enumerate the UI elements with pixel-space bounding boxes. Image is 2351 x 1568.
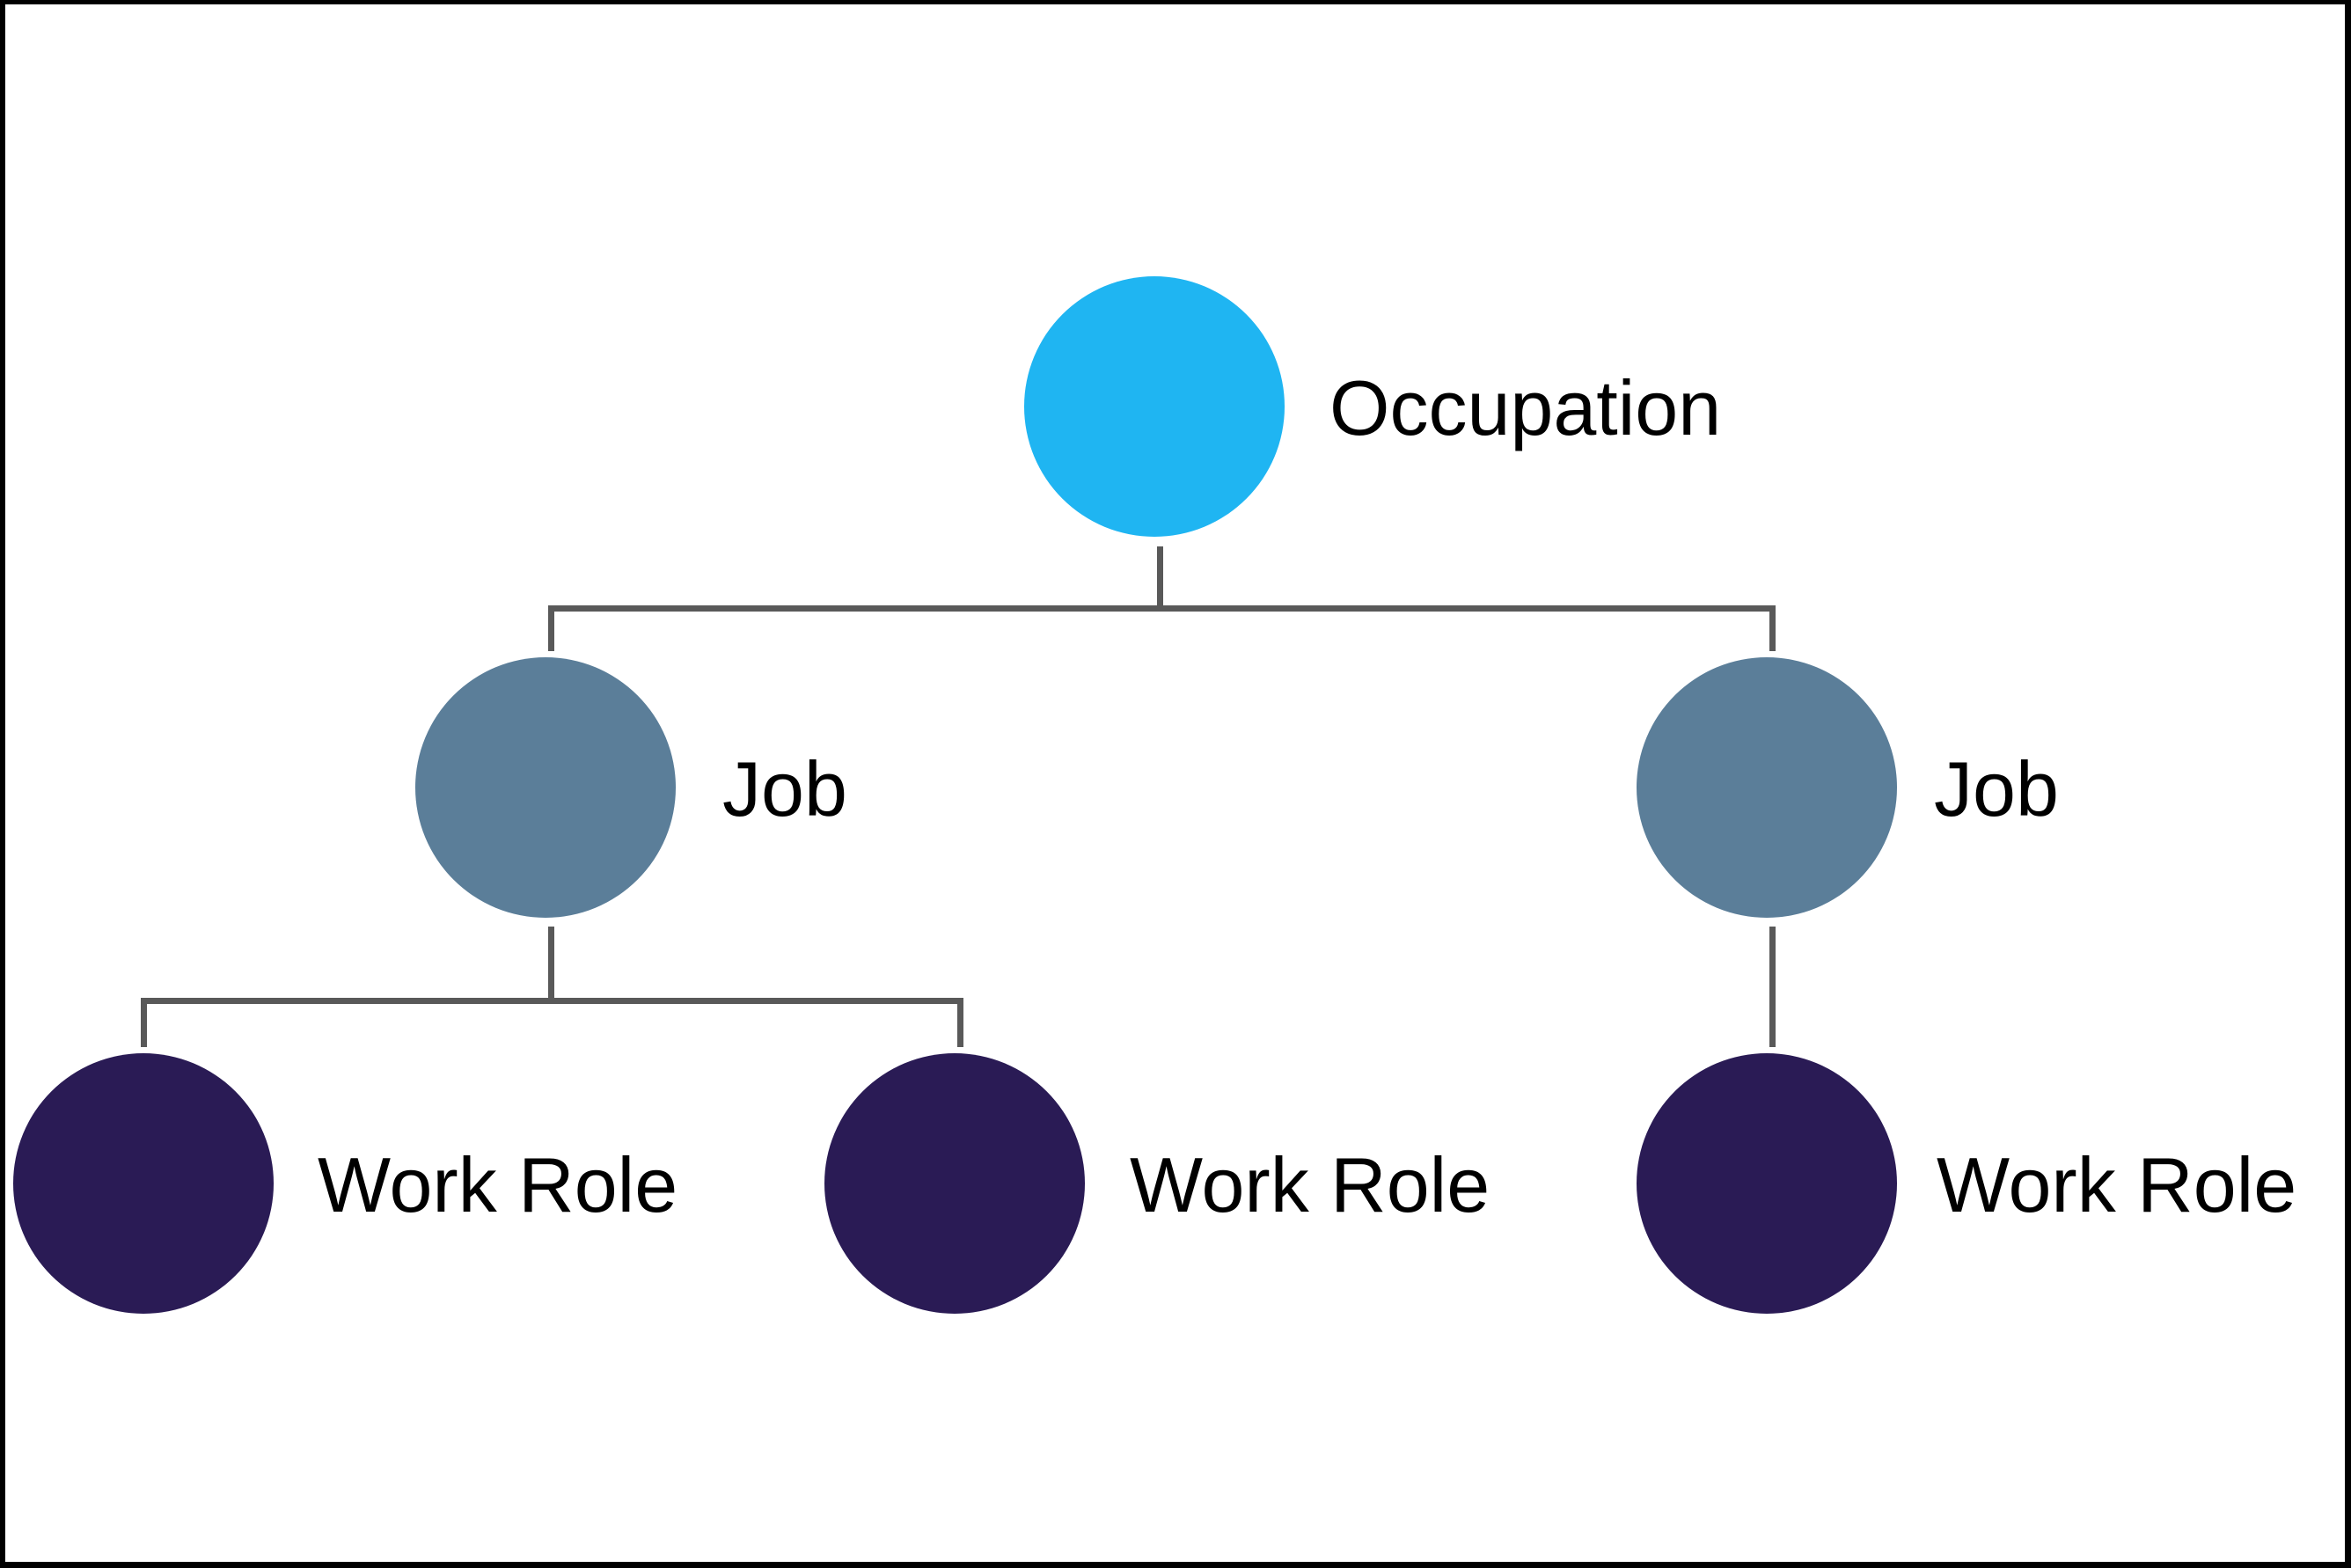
connector-line bbox=[141, 998, 147, 1047]
connector-line bbox=[548, 605, 1776, 612]
work-role-node-label: Work Role bbox=[318, 1141, 678, 1228]
work-role-node-circle bbox=[1637, 1053, 1897, 1314]
work-role-node-circle bbox=[824, 1053, 1085, 1314]
connector-line bbox=[548, 927, 554, 1000]
connector-line bbox=[1769, 927, 1776, 1047]
job-node-circle bbox=[1637, 657, 1897, 918]
occupation-node-circle bbox=[1024, 276, 1285, 537]
job-node-label: Job bbox=[722, 745, 847, 832]
work-role-node-label: Work Role bbox=[1937, 1141, 2297, 1228]
job-node-label: Job bbox=[1934, 745, 2059, 832]
connector-line bbox=[957, 998, 963, 1047]
connector-line bbox=[1769, 605, 1776, 651]
work-role-node-circle bbox=[13, 1053, 274, 1314]
work-role-node-label: Work Role bbox=[1130, 1141, 1490, 1228]
job-node-circle bbox=[415, 657, 676, 918]
connector-line bbox=[548, 605, 554, 651]
occupation-node-label: Occupation bbox=[1329, 364, 1722, 451]
connector-line bbox=[1157, 546, 1163, 608]
connector-line bbox=[141, 998, 963, 1004]
